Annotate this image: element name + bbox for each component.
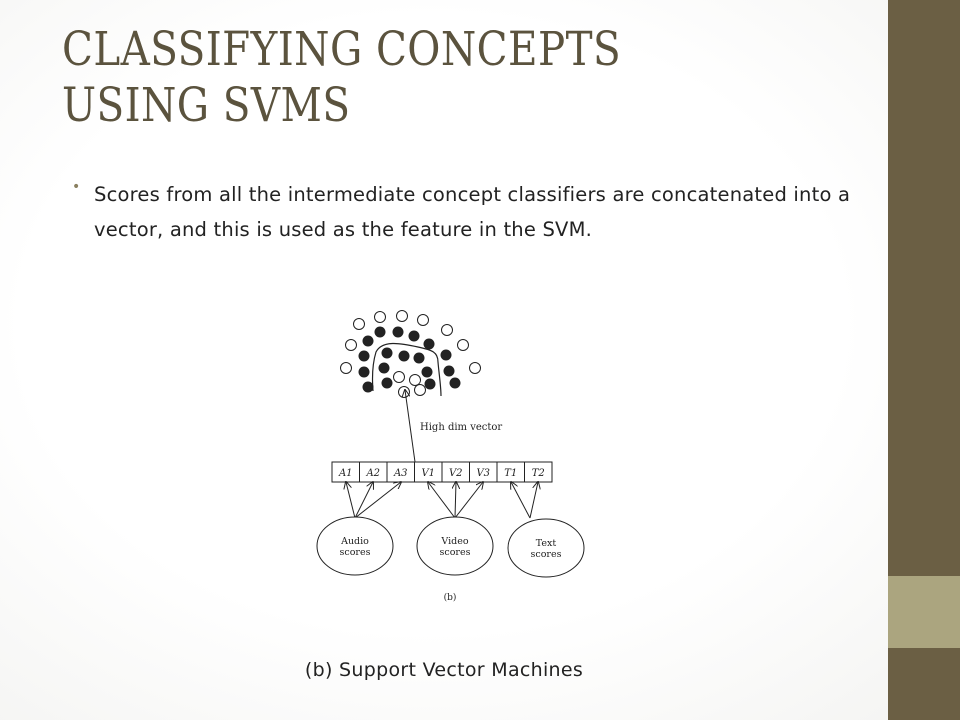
scatter-point-filled (362, 381, 374, 393)
score-arrow (511, 482, 531, 519)
feature-cell-label: A3 (393, 468, 408, 479)
text-scores-sublabel: scores (531, 549, 562, 560)
score-arrows (346, 482, 538, 519)
feature-cell-label: T2 (532, 468, 545, 479)
scatter-point-filled (424, 378, 436, 390)
decision-boundary (371, 342, 442, 397)
sidebar-decoration-top (888, 0, 960, 576)
score-arrow (529, 482, 538, 519)
feature-cell-label: V1 (421, 468, 435, 479)
scatter-point-hollow (396, 310, 408, 322)
scatter-point-hollow (393, 371, 405, 383)
scatter-point-filled (378, 362, 390, 374)
scatter-point-hollow (374, 311, 386, 323)
text-scores-node: Text scores (507, 518, 585, 578)
score-arrow (354, 482, 373, 519)
scatter-point-filled (358, 366, 370, 378)
sidebar-decoration-bottom (888, 648, 960, 720)
scatter-points (340, 310, 481, 398)
audio-scores-sublabel: scores (340, 547, 371, 558)
slide-title-line2: USING SVMS (62, 78, 351, 133)
text-scores-label: Text (536, 538, 557, 549)
scatter-point-hollow (345, 339, 357, 351)
figure-caption: (b) Support Vector Machines (304, 659, 584, 681)
scatter-point-filled (413, 352, 425, 364)
audio-scores-label: Audio (340, 536, 369, 547)
scatter-point-filled (408, 330, 420, 342)
scatter-point-filled (362, 335, 374, 347)
svm-diagram: High dim vector A1 A2 A3 V1 V2 V3 T1 T2 … (316, 310, 585, 603)
score-arrow (346, 482, 356, 519)
feature-vector: A1 A2 A3 V1 V2 V3 T1 T2 (331, 461, 553, 483)
scatter-point-filled (423, 338, 435, 350)
scatter-point-filled (440, 349, 452, 361)
bullet-marker: • (72, 179, 81, 195)
audio-scores-node: Audio scores (316, 516, 394, 576)
scatter-point-hollow (340, 362, 352, 374)
score-arrow (455, 482, 456, 519)
figure-label: (b) (444, 592, 457, 603)
video-scores-label: Video (440, 536, 468, 547)
video-scores-sublabel: scores (440, 547, 471, 558)
scatter-point-hollow (409, 374, 421, 386)
scatter-point-filled (358, 350, 370, 362)
feature-cell-label: V2 (449, 468, 463, 479)
scatter-point-filled (421, 366, 433, 378)
feature-cell-label: A2 (365, 468, 380, 479)
slide-title: CLASSIFYING CONCEPTS USING SVMS (62, 22, 750, 134)
feature-cell-label: T1 (504, 468, 517, 479)
score-arrow (454, 482, 483, 519)
scatter-point-filled (374, 326, 386, 338)
scatter-point-filled (449, 377, 461, 389)
scatter-point-filled (443, 365, 455, 377)
slide-title-line1: CLASSIFYING CONCEPTS (62, 22, 622, 77)
audio-scores-ellipse (316, 516, 394, 576)
bullet-text: Scores from all the intermediate concept… (94, 183, 851, 241)
scatter-point-hollow (457, 339, 469, 351)
vector-label: High dim vector (420, 422, 502, 433)
sidebar-decoration-accent (888, 576, 960, 648)
scatter-point-hollow (398, 386, 410, 398)
scatter-point-hollow (414, 384, 426, 396)
scatter-point-filled (398, 350, 410, 362)
scatter-point-filled (392, 326, 404, 338)
scatter-point-hollow (417, 314, 429, 326)
feature-cell-label: V3 (476, 468, 490, 479)
feature-cell-label: A1 (338, 468, 353, 479)
scatter-point-hollow (353, 318, 365, 330)
video-scores-ellipse (416, 516, 494, 576)
score-arrow (354, 482, 401, 519)
scatter-point-filled (381, 377, 393, 389)
scatter-point-filled (381, 347, 393, 359)
vector-arrow (405, 390, 416, 463)
score-arrow (428, 482, 456, 519)
video-scores-node: Video scores (416, 516, 494, 576)
scatter-point-hollow (441, 324, 453, 336)
text-scores-ellipse (507, 518, 585, 578)
scatter-point-hollow (469, 362, 481, 374)
